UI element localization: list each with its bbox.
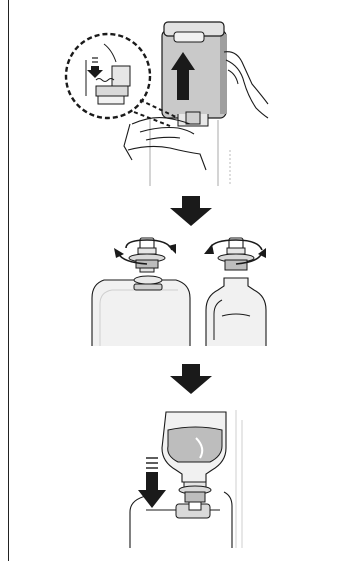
down-arrow-icon-2 xyxy=(138,458,166,508)
bottle-cap-icon-2 xyxy=(218,238,254,270)
step-3-panel xyxy=(130,410,242,548)
step-1-panel xyxy=(66,22,268,186)
bottle-icon xyxy=(206,278,266,346)
step-2-panel xyxy=(92,238,266,346)
hand-icon xyxy=(224,52,268,118)
water-tank xyxy=(150,22,227,186)
step-arrow-icon-1 xyxy=(170,196,212,226)
bottle-cap-icon xyxy=(129,238,165,272)
bottle-icon-inverted xyxy=(162,412,226,510)
zoom-circle-icon xyxy=(66,34,178,126)
step-arrow-icon-2 xyxy=(170,364,212,394)
